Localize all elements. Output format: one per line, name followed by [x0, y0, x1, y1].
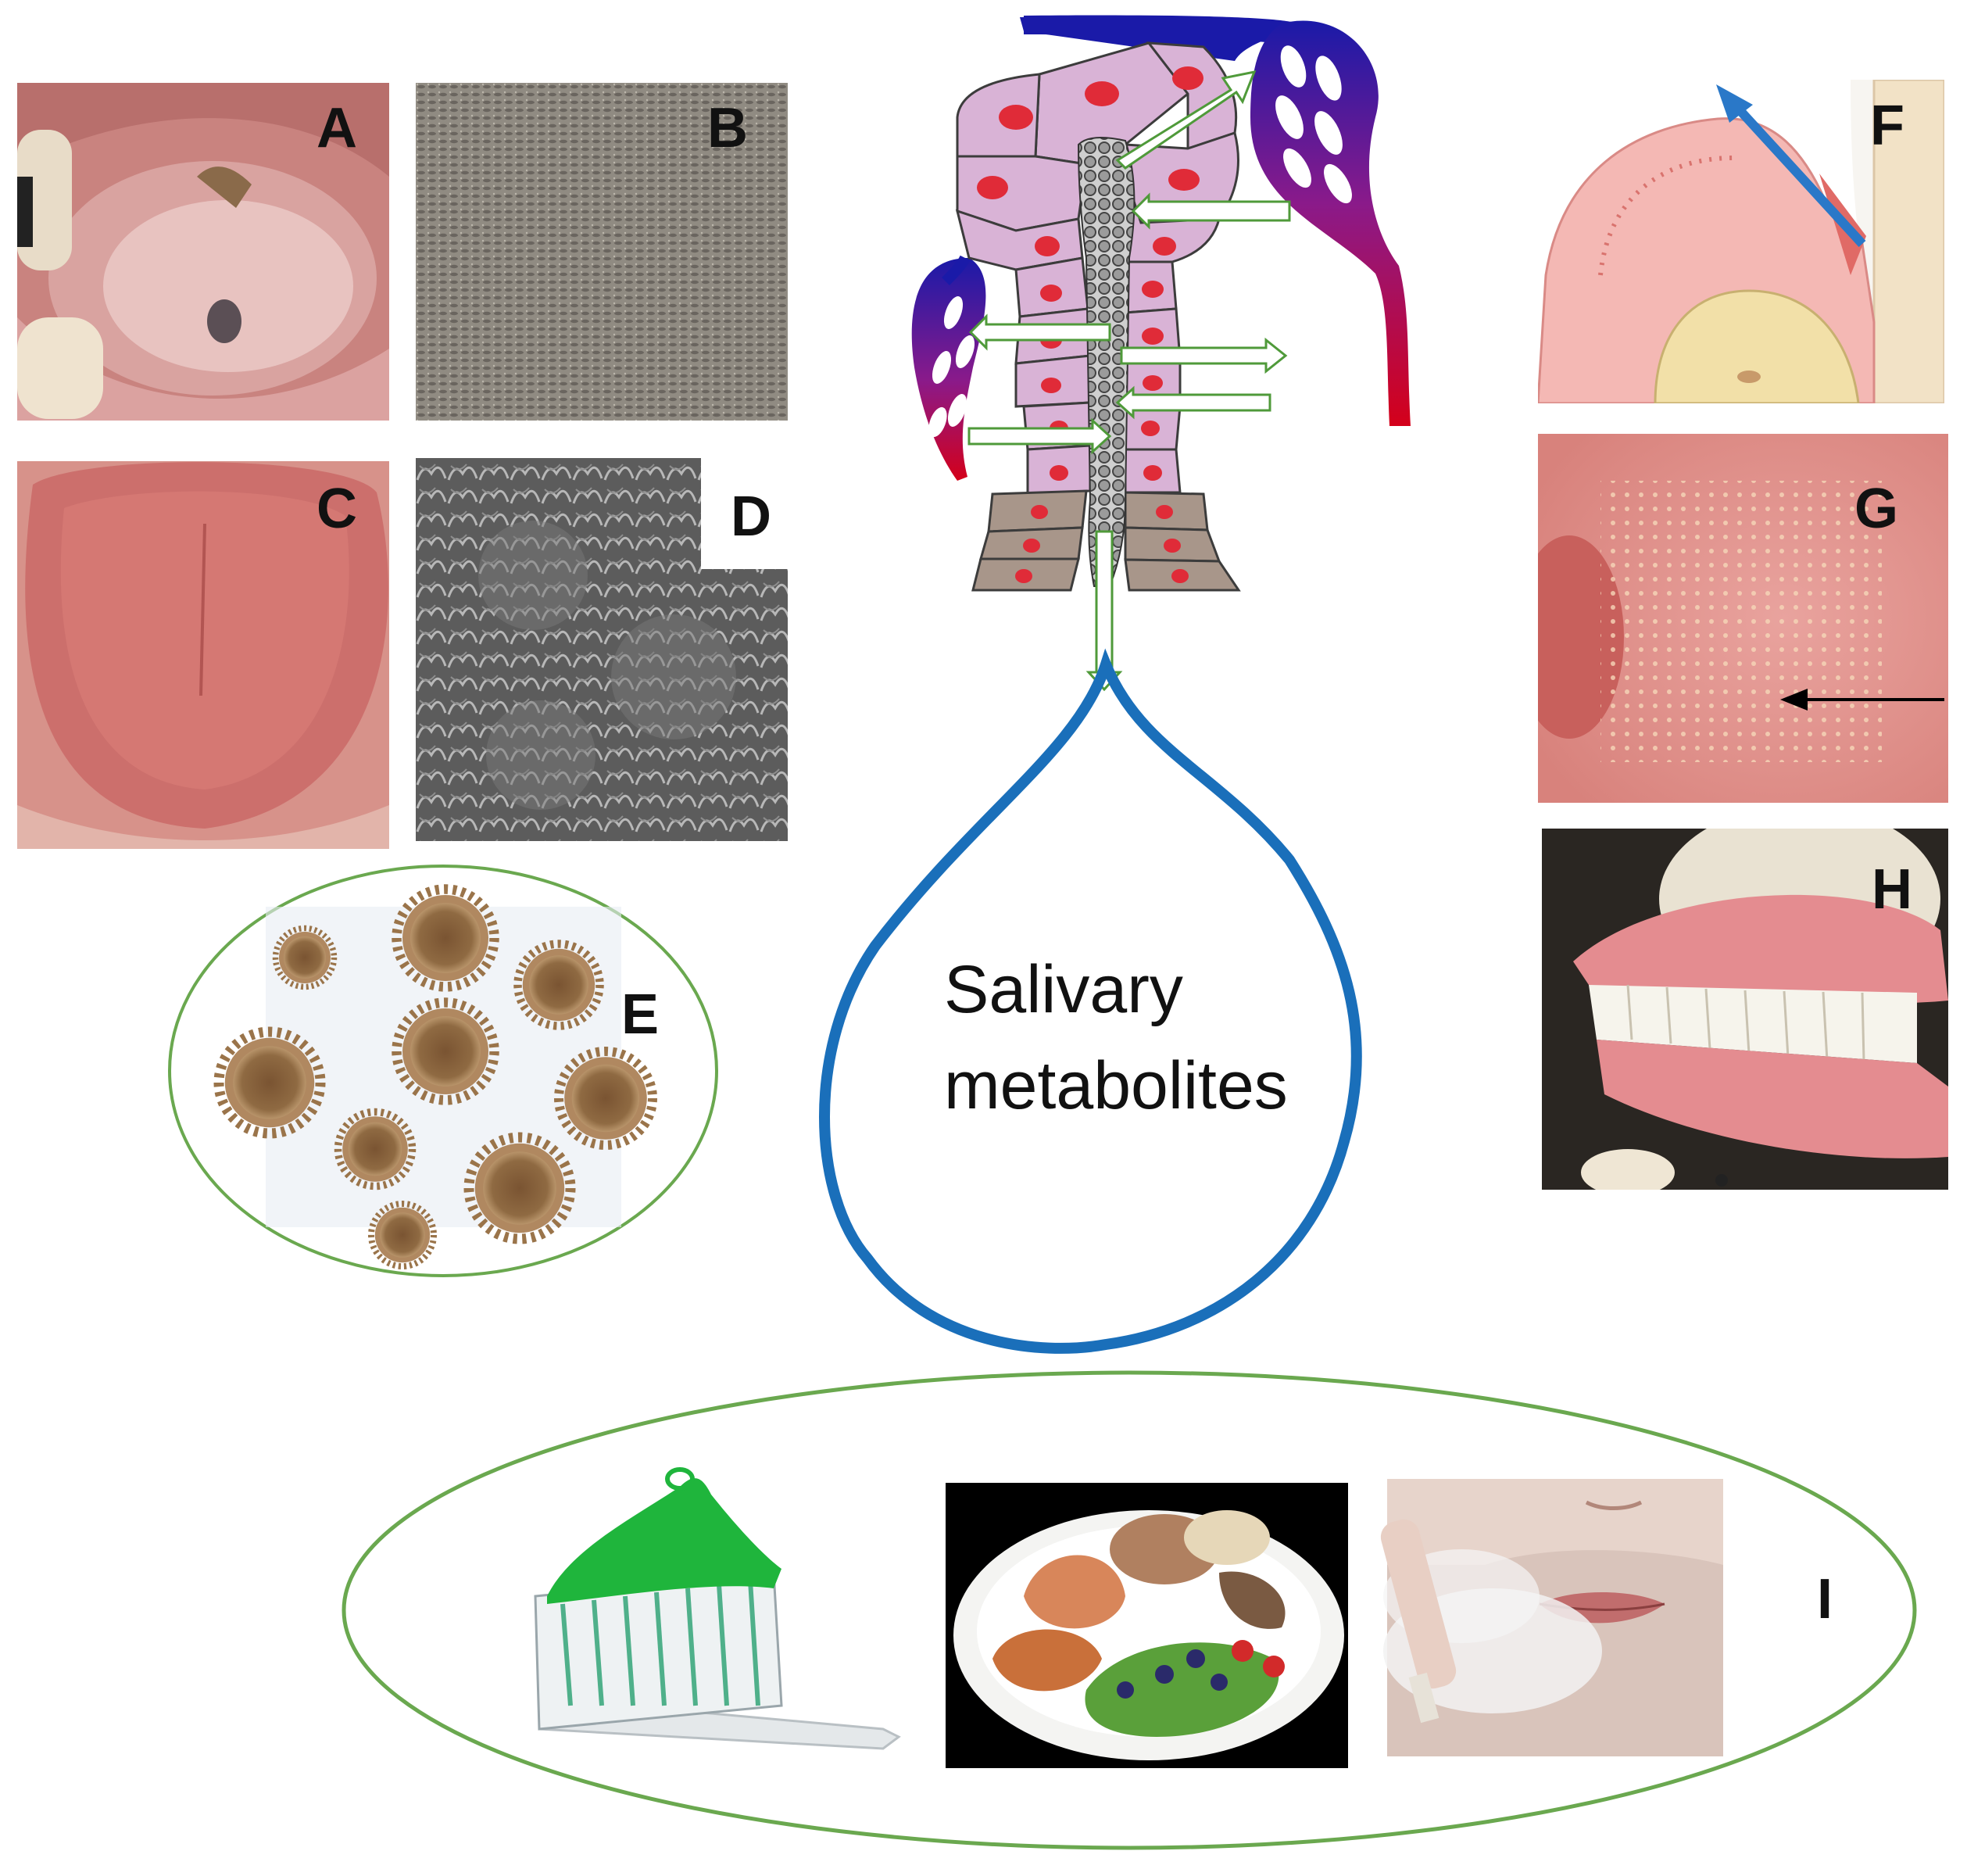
drop-label-line1: Salivary [944, 952, 1183, 1027]
lifestyle-factors-ellipse [342, 1370, 1917, 1850]
oral-mucosa-image [1538, 434, 1948, 803]
arrow-into-lumen-2 [1115, 385, 1271, 420]
dentures-image [1542, 829, 1948, 1190]
smoking-icon [1380, 1479, 1723, 1756]
arrow-into-lumen-3 [967, 417, 1112, 455]
food-plate-icon [946, 1483, 1348, 1768]
panel-label-i: I [1817, 1568, 1833, 1631]
panel-c-tongue-photo [17, 461, 389, 849]
arrow-out-left [968, 313, 1111, 351]
panel-label-g: G [1854, 478, 1899, 540]
panel-label-f: F [1870, 95, 1904, 157]
panel-label-a: A [317, 97, 357, 159]
microbe-cluster-diagram [168, 865, 718, 1277]
panel-f-gingiva-diagram [1538, 80, 1944, 403]
gland-lumen [1077, 137, 1135, 587]
blood-vessel-left [911, 255, 986, 481]
drop-label-line2: metabolites [944, 1048, 1288, 1123]
sem-surface-image [416, 83, 788, 421]
open-mouth-image [17, 83, 389, 421]
toothbrush-icon [534, 1467, 901, 1750]
panel-i-lifestyle [336, 1362, 1922, 1862]
blood-vessel-top [1020, 15, 1411, 426]
panel-label-e: E [621, 983, 660, 1046]
panel-b-sem-image [416, 83, 788, 421]
pointer-arrow-head [1780, 689, 1808, 711]
panel-label-b: B [707, 97, 748, 159]
panel-a-oral-photo [17, 83, 389, 421]
gingiva-illustration [1538, 80, 1944, 403]
panel-label-h: H [1872, 858, 1912, 921]
panel-e-microbes [164, 860, 723, 1282]
panel-label-d: D [731, 485, 771, 548]
arrow-into-lumen-1 [1131, 192, 1291, 230]
panel-label-c: C [317, 478, 357, 540]
saliva-drop-outline [819, 648, 1362, 1354]
tongue-image [17, 461, 389, 849]
arrow-out-right [1120, 337, 1288, 374]
panel-g-mucosa-photo [1538, 434, 1948, 803]
panel-d-sem-image [416, 458, 788, 841]
panel-h-dentures-photo [1542, 829, 1948, 1190]
arrow-to-vessel [1115, 70, 1257, 170]
transport-arrows [967, 70, 1291, 692]
sem-papillae-image [416, 458, 788, 841]
